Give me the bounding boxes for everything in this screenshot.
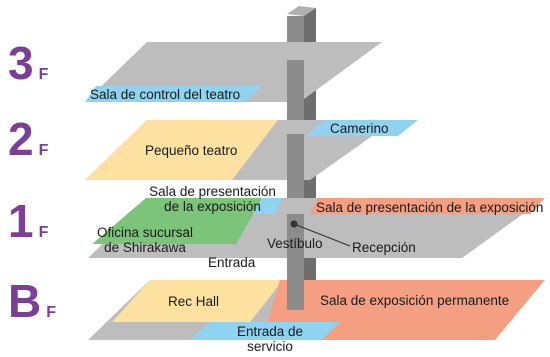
pillar-segment-bf xyxy=(287,258,304,310)
pillar-top-face xyxy=(287,6,316,16)
label-exhibition-presentation-left: Sala de presentación de la exposición xyxy=(140,184,285,214)
zone-exhibition-presentation-right xyxy=(310,198,545,214)
floor-2f-slab xyxy=(85,120,418,180)
label-theater-control-room: Sala de control del teatro xyxy=(90,87,241,102)
label-entrance: Entrada xyxy=(208,255,256,270)
floor-suffix: F xyxy=(38,142,49,159)
label-line: Entrada de xyxy=(236,324,304,339)
label-reception: Recepción xyxy=(352,240,416,255)
label-rec-hall: Rec Hall xyxy=(168,294,220,309)
floor-level: 2 xyxy=(8,113,34,165)
floor-suffix: F xyxy=(46,304,57,321)
label-line: de la exposición xyxy=(164,199,261,214)
zone-branch-office xyxy=(92,198,262,244)
label-line: Oficina sucursal xyxy=(96,225,194,240)
floor-suffix: F xyxy=(38,66,49,83)
floor-1f-slab xyxy=(88,198,545,258)
zone-service-entrance xyxy=(190,322,340,340)
floor-level: 1 xyxy=(8,195,34,247)
floor-suffix: F xyxy=(38,224,49,241)
label-small-theater: Pequeño teatro xyxy=(145,143,238,158)
label-line: de Shirakawa xyxy=(104,240,186,255)
floor-level: 3 xyxy=(8,37,34,89)
pillar-segment-2f xyxy=(287,134,304,181)
reception-leader-line xyxy=(293,223,351,247)
floor-level: B xyxy=(8,275,42,327)
zone-rec-hall xyxy=(112,280,283,322)
pillar-segment-3f xyxy=(287,60,304,103)
floor-bf-slab xyxy=(88,280,545,340)
label-line: Sala de presentación xyxy=(149,184,276,199)
zone-small-theater xyxy=(85,120,278,180)
floor-3f-slab xyxy=(85,42,382,102)
zone-dressing-room xyxy=(305,120,418,136)
label-service-entrance: Entrada de servicio xyxy=(222,324,318,354)
label-line: servicio xyxy=(247,339,293,354)
zone-theater-control-room xyxy=(85,86,262,102)
label-exhibition-presentation-right: Sala de presentación de la exposición xyxy=(316,200,544,215)
label-branch-office: Oficina sucursal de Shirakawa xyxy=(86,225,204,255)
label-dressing-room: Camerino xyxy=(330,121,389,136)
label-permanent-exhibition: Sala de exposición permanente xyxy=(320,293,510,308)
label-lobby: Vestíbulo xyxy=(267,236,323,251)
